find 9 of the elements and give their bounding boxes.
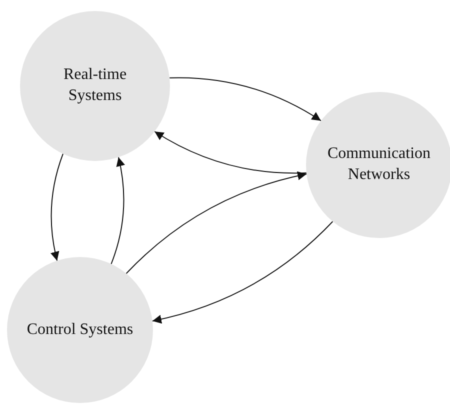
- circle-label: Communication Networks: [326, 144, 432, 185]
- arrow: [169, 77, 322, 122]
- circle-label: Control Systems: [26, 320, 134, 340]
- arrow: [50, 153, 64, 262]
- arrow: [110, 156, 125, 264]
- arrow: [154, 131, 307, 174]
- arrow: [126, 172, 308, 274]
- circle-label: Real-time Systems: [62, 65, 128, 106]
- arrow: [152, 221, 334, 324]
